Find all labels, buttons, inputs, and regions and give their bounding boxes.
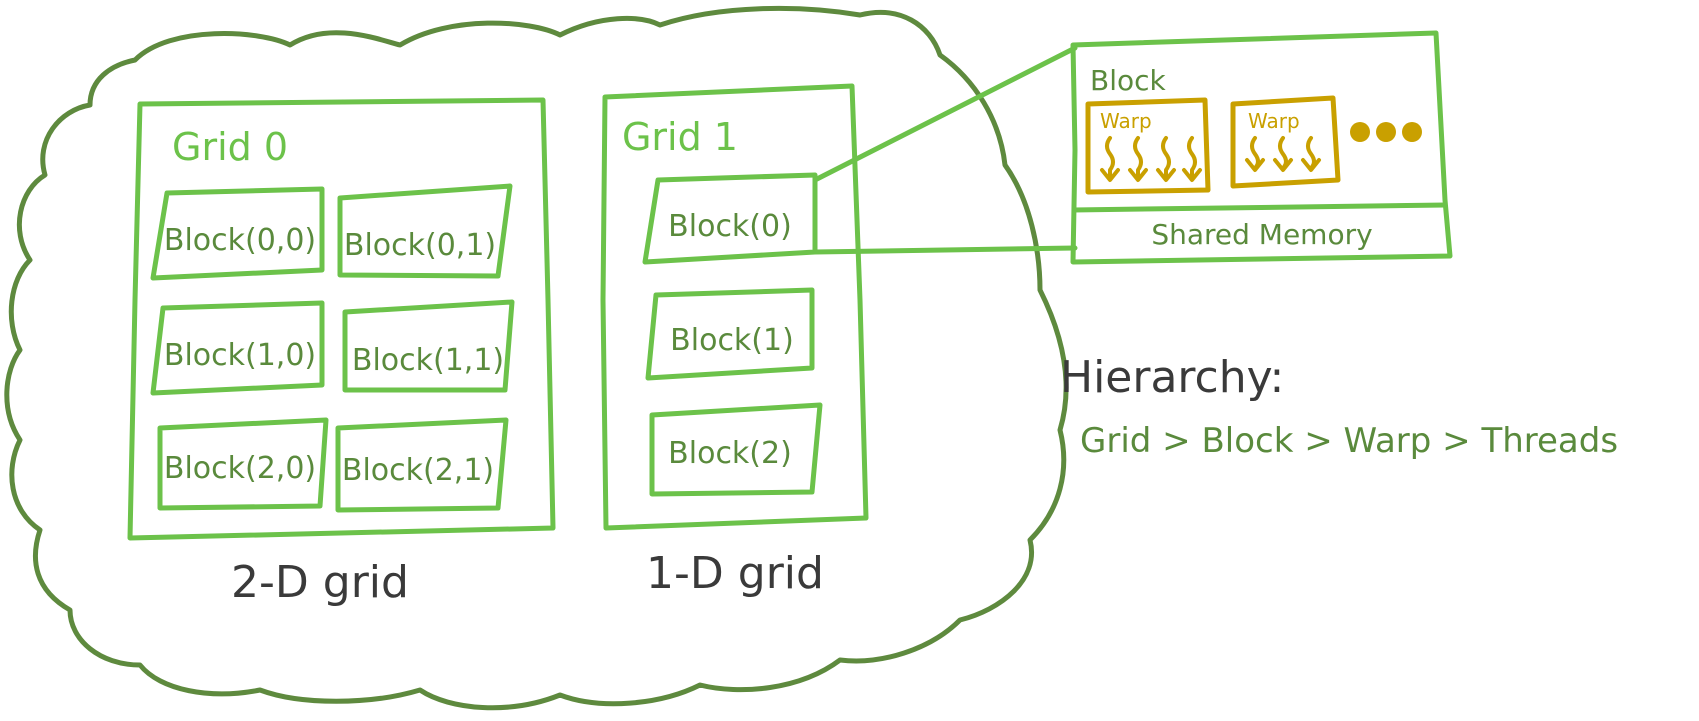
thread-arrows bbox=[1245, 136, 1321, 172]
warp-label: Warp bbox=[1248, 109, 1300, 133]
grid0-caption: 2-D grid bbox=[231, 557, 409, 608]
hierarchy-text: Grid > Block > Warp > Threads bbox=[1080, 421, 1618, 461]
grid1-caption: 1-D grid bbox=[646, 548, 824, 599]
block-box bbox=[150, 186, 325, 281]
zoom-connector-top bbox=[812, 45, 1078, 183]
cloud-outline bbox=[4, 5, 1069, 711]
block-label: Block(2,0) bbox=[164, 451, 316, 486]
thread-arrow bbox=[1301, 136, 1321, 172]
block-box bbox=[649, 402, 823, 497]
block-box bbox=[645, 287, 815, 381]
thread-arrow bbox=[1128, 136, 1148, 182]
more-warps-ellipsis bbox=[1350, 122, 1422, 142]
zoom-connector-bottom bbox=[812, 245, 1078, 255]
grid1-title: Grid 1 bbox=[622, 115, 738, 159]
grid0-title: Grid 0 bbox=[172, 125, 288, 169]
hierarchy-heading: Hierarchy: bbox=[1060, 352, 1284, 403]
block-label: Block(1,0) bbox=[164, 338, 316, 373]
block-label: Block(0,0) bbox=[164, 223, 316, 258]
ellipsis-dot bbox=[1402, 122, 1422, 142]
shared-memory-label: Shared Memory bbox=[1151, 218, 1372, 251]
block-label: Block(1) bbox=[670, 323, 794, 358]
block-box bbox=[157, 417, 329, 511]
block-box bbox=[150, 300, 325, 396]
warp-box bbox=[1230, 95, 1341, 189]
grid1-box bbox=[600, 83, 869, 531]
block-box bbox=[335, 417, 509, 513]
block-detail-box bbox=[1070, 30, 1453, 265]
block-label: Block(2) bbox=[668, 436, 792, 471]
block-box bbox=[342, 299, 515, 393]
block-detail-title: Block bbox=[1090, 64, 1167, 97]
thread-arrow bbox=[1100, 136, 1120, 182]
block-box bbox=[337, 183, 513, 279]
block-label: Block(0,1) bbox=[344, 228, 496, 263]
block-label: Block(0) bbox=[668, 209, 792, 244]
warp-box bbox=[1085, 97, 1211, 195]
block-label: Block(1,1) bbox=[352, 343, 504, 378]
thread-arrows bbox=[1100, 136, 1202, 182]
thread-arrow bbox=[1245, 136, 1265, 172]
shared-memory-divider bbox=[1072, 202, 1447, 213]
block-label: Block(2,1) bbox=[342, 453, 494, 488]
ellipsis-dot bbox=[1350, 122, 1370, 142]
thread-arrow bbox=[1156, 136, 1176, 182]
thread-arrow bbox=[1273, 136, 1293, 172]
warp-label: Warp bbox=[1100, 109, 1152, 133]
grid0-box bbox=[127, 97, 556, 541]
ellipsis-dot bbox=[1376, 122, 1396, 142]
thread-arrow bbox=[1182, 136, 1202, 182]
